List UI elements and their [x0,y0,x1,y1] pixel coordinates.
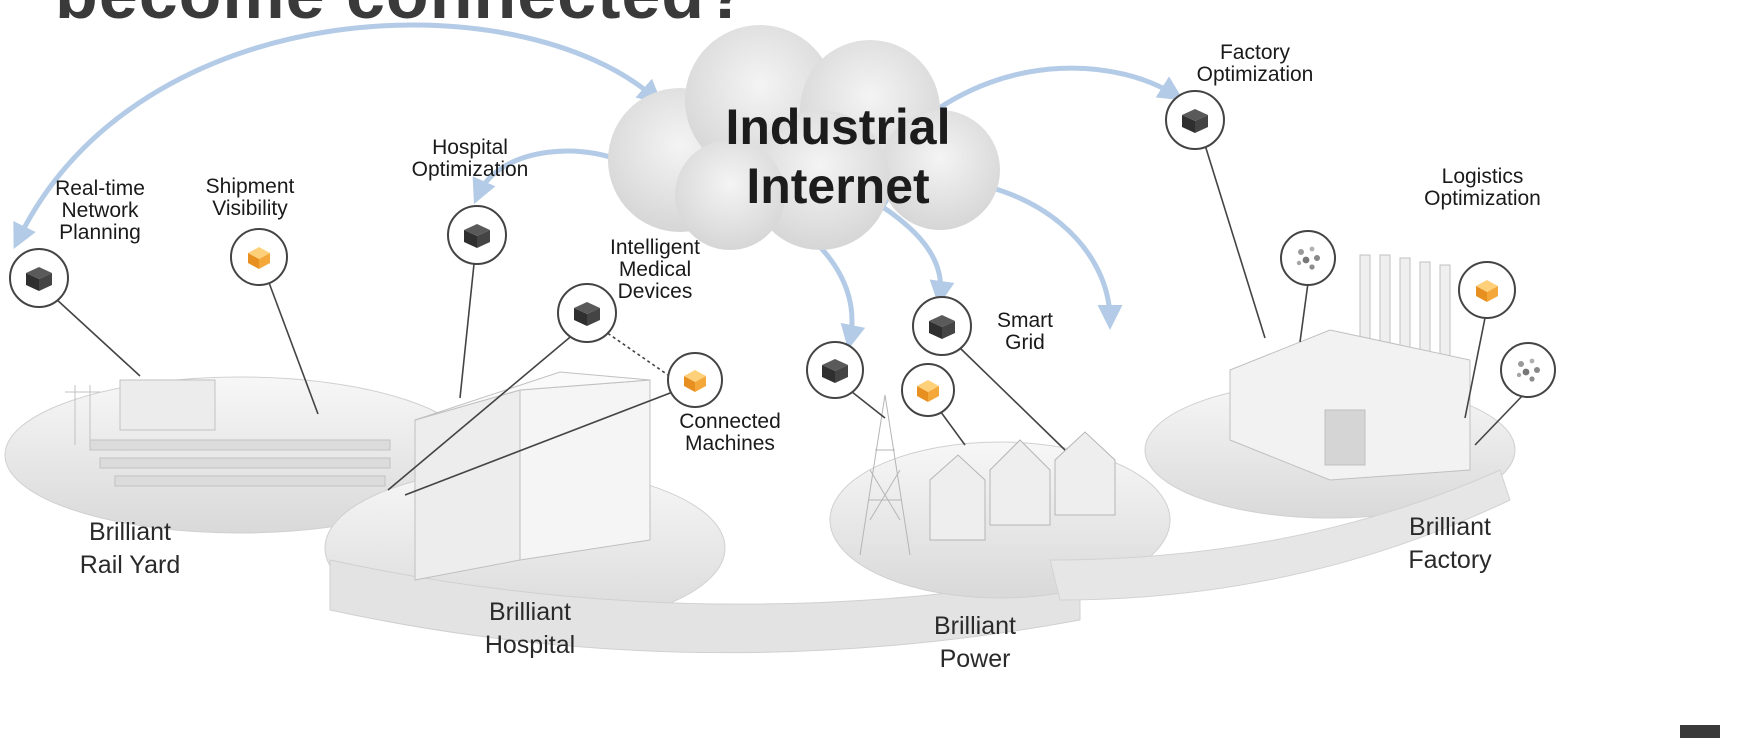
dark-cube-icon [806,341,864,399]
industrial-internet-label: Industrial Internet [668,98,1008,216]
dark-cube-icon [1165,90,1225,150]
slide-title: become connected? [55,0,749,34]
dark-cube-icon [557,283,617,343]
rail-yard-illustration [65,379,391,487]
orange-cube-icon [901,363,955,417]
factory-illustration [1229,254,1471,481]
orange-cube-icon [1458,261,1516,319]
cloud-label-line1: Industrial [725,99,951,155]
label-connected-machines: Connected Machines [679,410,781,456]
cloud-shape [608,25,1000,250]
power-illustration [859,394,1116,556]
label-smart-grid: Smart Grid [996,309,1053,355]
orange-cube-icon [667,352,723,408]
logo-fragment [1680,725,1720,738]
label-brilliant-power: Brilliant Power [934,612,1016,673]
dots-cluster-icon [1280,230,1336,286]
icon-markers [9,90,1556,417]
label-brilliant-hospital: Brilliant Hospital [484,598,576,659]
label-realtime-network-planning: Real-time Network Planning [55,177,145,245]
label-intelligent-medical-devices: Intelligent Medical Devices [610,236,700,304]
hospital-illustration [414,371,651,581]
label-brilliant-factory: Brilliant Factory [1408,513,1492,574]
cloud-label-line2: Internet [746,158,930,214]
label-hospital-optimization: Hospital Optimization [411,136,529,182]
label-logistics-optimization: Logistics Optimization [1424,165,1541,211]
label-shipment-visibility: Shipment Visibility [205,175,295,221]
label-factory-optimization: Factory Optimization [1196,41,1314,87]
dark-cube-icon [447,205,507,265]
dots-cluster-icon [1500,342,1556,398]
label-brilliant-rail-yard: Brilliant Rail Yard [79,518,181,579]
orange-cube-icon [230,228,288,286]
dark-cube-icon [9,248,69,308]
dark-cube-icon [912,296,972,356]
pointer-lines [54,144,1526,496]
